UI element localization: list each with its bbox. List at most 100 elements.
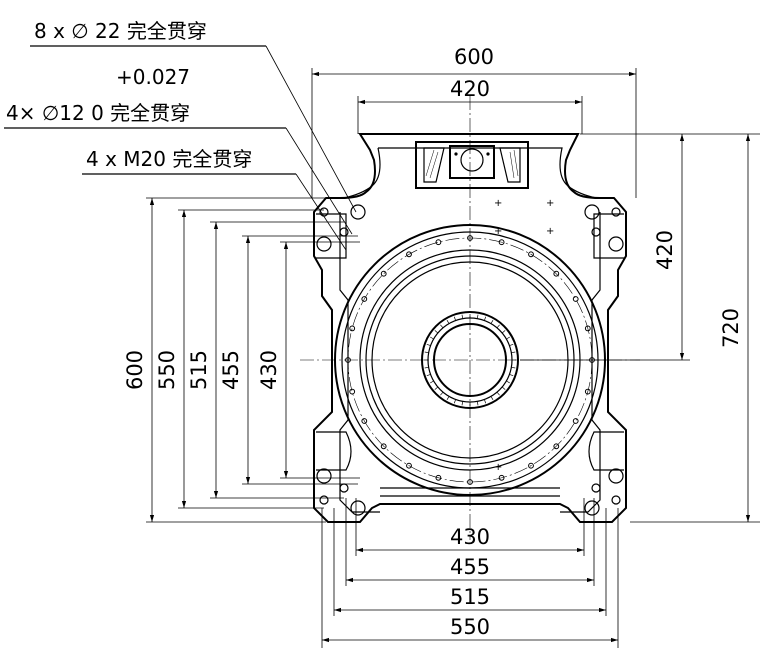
hole-d22 (350, 204, 366, 220)
svg-text:+: + (494, 198, 502, 209)
base-inner-outline (343, 147, 597, 199)
flange-bolt-hole (584, 325, 591, 332)
note-3-leader (295, 173, 347, 251)
hole-m20 (591, 227, 601, 237)
flange-bolt-hole (361, 418, 368, 424)
dim-left-430: 430 (257, 350, 281, 390)
connector-screw (454, 152, 458, 156)
note-8x-d22: 8 x ∅ 22 完全贯穿 (34, 19, 207, 43)
hole-d22 (350, 500, 366, 516)
dim-right-720: 720 (719, 308, 743, 348)
dim-top-420: 420 (450, 77, 490, 101)
flange-bolt-hole (361, 296, 368, 302)
hole-m20 (591, 483, 601, 493)
hole-d12 (319, 495, 329, 505)
flange-bolt-hole (349, 325, 356, 332)
hole-d22 (584, 204, 600, 220)
hub-tooth (511, 366, 516, 369)
callout-notes: 8 x ∅ 22 完全贯穿 +0.027 4× ∅12 0 完全贯穿 4 x M… (4, 19, 357, 251)
hub-tooth (506, 336, 510, 340)
hub-tooth (509, 343, 514, 346)
connector-wings (423, 147, 521, 183)
flange-bolt-hole (528, 251, 534, 258)
hub-tooth (426, 374, 431, 377)
pocket-br (588, 431, 624, 471)
pocket-bl (316, 431, 352, 471)
svg-text:+: + (546, 198, 554, 209)
hole-d22 (608, 468, 624, 484)
dim-left-455: 455 (219, 350, 243, 390)
svg-text:+: + (494, 462, 502, 473)
hub-tooth (446, 396, 450, 400)
hub-tooth (440, 324, 444, 329)
hub-tooth (484, 399, 487, 404)
hub-tooth (476, 401, 479, 406)
dim-bottom-430: 430 (450, 525, 490, 549)
svg-text:+: + (494, 226, 502, 237)
flange-bolt-hole (572, 296, 579, 302)
dim-bottom-455: 455 (450, 555, 490, 579)
flange-bolt-hole (498, 239, 505, 246)
hole-m20 (339, 483, 349, 493)
dims-bottom: 430 455 515 550 (321, 498, 619, 648)
note-4x-d12: 4× ∅12 0 完全贯穿 (6, 101, 190, 125)
base-inner-side-left (339, 212, 380, 513)
connector-block (415, 141, 529, 189)
flange-bolt-hole (406, 251, 412, 258)
hole-d22 (608, 236, 624, 252)
flange-bolt-hole (435, 239, 442, 246)
flange-bolt-hole (528, 462, 534, 469)
hub-tooth (453, 399, 456, 404)
hub-tooth (476, 314, 479, 319)
mounting-holes: + + + + + (316, 198, 624, 516)
base-outline (313, 133, 627, 523)
dim-left-515: 515 (187, 350, 211, 390)
dims-left: 600 550 515 455 430 (123, 197, 360, 523)
connector-screw (486, 152, 490, 156)
hole-d12 (319, 207, 329, 217)
pocket-tr (593, 213, 624, 259)
flange-bolt-hole (498, 474, 505, 481)
hub-tooth (461, 314, 464, 319)
hub-tooth (501, 330, 506, 334)
svg-text:+: + (546, 226, 554, 237)
base-inner-side-right (560, 212, 601, 513)
dim-left-550: 550 (155, 350, 179, 390)
hub-tooth (430, 336, 434, 340)
hub-tooth (453, 316, 456, 321)
dims-top: 600 420 (311, 45, 637, 198)
hub-tooth (424, 351, 429, 354)
hole-d12 (611, 207, 621, 217)
flange-bolt-hole (584, 388, 591, 395)
hub-tooth (509, 374, 514, 377)
hub-tooth (426, 343, 431, 346)
flange-bolt-hole (572, 418, 579, 424)
dim-right-420: 420 (653, 230, 677, 270)
dims-right: 420 720 (520, 133, 760, 523)
hole-m20 (339, 227, 349, 237)
dim-bottom-550: 550 (450, 615, 490, 639)
dim-top-600: 600 (454, 45, 494, 69)
hub-tooth (434, 386, 439, 390)
hole-d22 (584, 500, 600, 516)
hub-tooth (424, 366, 429, 369)
note-4x-m20: 4 x M20 完全贯穿 (86, 147, 252, 171)
hub-tooth (501, 386, 506, 390)
hub-tooth (496, 324, 500, 329)
hub-tooth (440, 391, 444, 396)
note-tolerance: +0.027 (116, 65, 190, 89)
dim-left-600: 600 (123, 350, 147, 390)
hub-tooth (434, 330, 439, 334)
hub-tooth (506, 380, 510, 384)
flange-bolt-hole (435, 474, 442, 481)
dim-bottom-515: 515 (450, 585, 490, 609)
flange-bolt-hole (406, 462, 412, 469)
hub-tooth (446, 320, 450, 324)
connector-plug (449, 145, 495, 179)
hub-tooth (430, 380, 434, 384)
hub-tooth (484, 316, 487, 321)
flange-bolt-hole (349, 388, 356, 395)
hole-d22 (316, 236, 332, 252)
note-2-leader (285, 127, 353, 235)
